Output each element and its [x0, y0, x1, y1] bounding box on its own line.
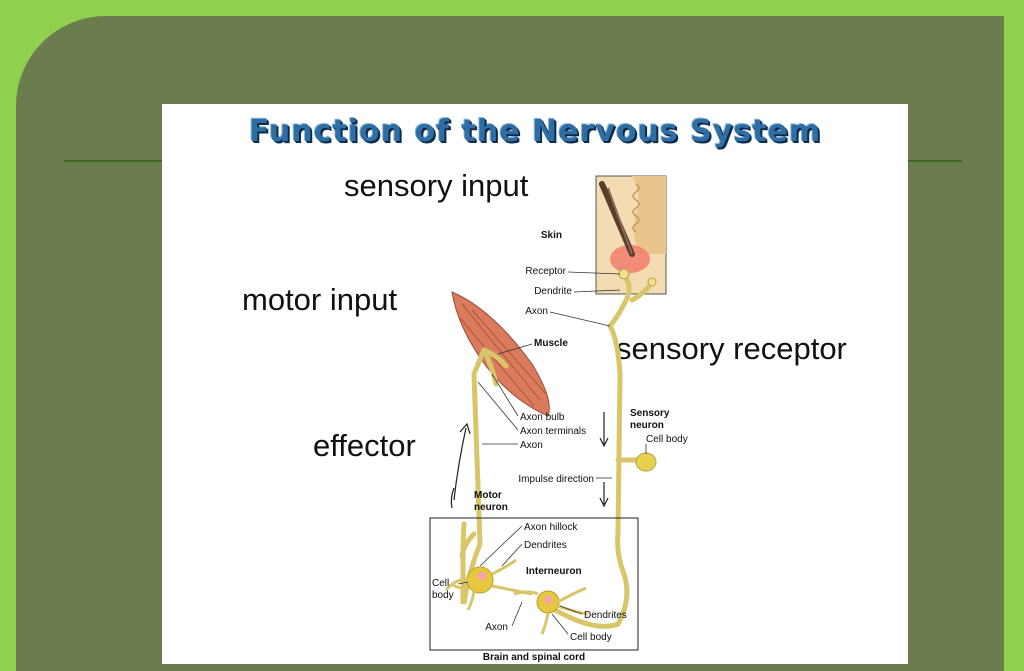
interneuron-soma [513, 586, 589, 635]
label-cell-body-inter: Cell body [570, 632, 612, 643]
annotation-sensory-receptor: sensory receptor [616, 331, 847, 366]
divider-line-left [64, 160, 162, 162]
skin-inset [595, 175, 667, 295]
annotation-effector: effector [313, 428, 416, 463]
label-dendrites-inter: Dendrites [584, 610, 627, 621]
motor-neuron [459, 347, 509, 605]
label-sensory-neuron-1: Sensory [630, 408, 670, 419]
label-axon-top: Axon [525, 306, 548, 317]
label-axon-motor: Axon [520, 440, 543, 451]
label-cell-body-sensory: Cell body [646, 434, 688, 445]
label-axon-hillock: Axon hillock [524, 522, 578, 533]
label-motor-neuron-1: Motor [474, 490, 502, 501]
label-interneuron: Interneuron [526, 566, 582, 577]
diagram-figure: Function of the Nervous System sensory i… [162, 104, 908, 664]
label-receptor: Receptor [525, 266, 566, 277]
label-brain-spinal-cord: Brain and spinal cord [483, 652, 585, 663]
muscle [451, 291, 550, 417]
label-impulse-direction: Impulse direction [518, 474, 594, 485]
label-muscle: Muscle [534, 338, 568, 349]
label-skin: Skin [541, 230, 562, 241]
label-sensory-neuron-2: neuron [630, 420, 664, 431]
annotation-motor-input: motor input [242, 282, 398, 317]
sensory-cell-body [635, 452, 657, 472]
annotation-sensory-input: sensory input [344, 168, 529, 203]
label-leader-lines [457, 271, 647, 635]
label-cell-body-motor-2: body [432, 590, 454, 601]
label-axon-bulb: Axon bulb [520, 412, 565, 423]
impulse-arrows [450, 412, 609, 509]
label-cell-body-motor-1: Cell [432, 578, 449, 589]
label-dendrite: Dendrite [534, 286, 572, 297]
label-motor-neuron-2: neuron [474, 502, 508, 513]
brain-spinal-cord-box [429, 517, 639, 651]
figure-title: Function of the Nervous System [248, 114, 822, 149]
label-dendrites-motor: Dendrites [524, 540, 567, 551]
label-axon-terminals: Axon terminals [520, 426, 586, 437]
neuron-diagram: Skin Receptor Dendrite Axon Muscle Axon … [429, 175, 688, 663]
divider-line-right [908, 160, 962, 162]
motor-neuron-soma [444, 558, 533, 611]
sensory-neuron-dendrites [618, 268, 657, 287]
label-axon-bottom: Axon [485, 622, 508, 633]
